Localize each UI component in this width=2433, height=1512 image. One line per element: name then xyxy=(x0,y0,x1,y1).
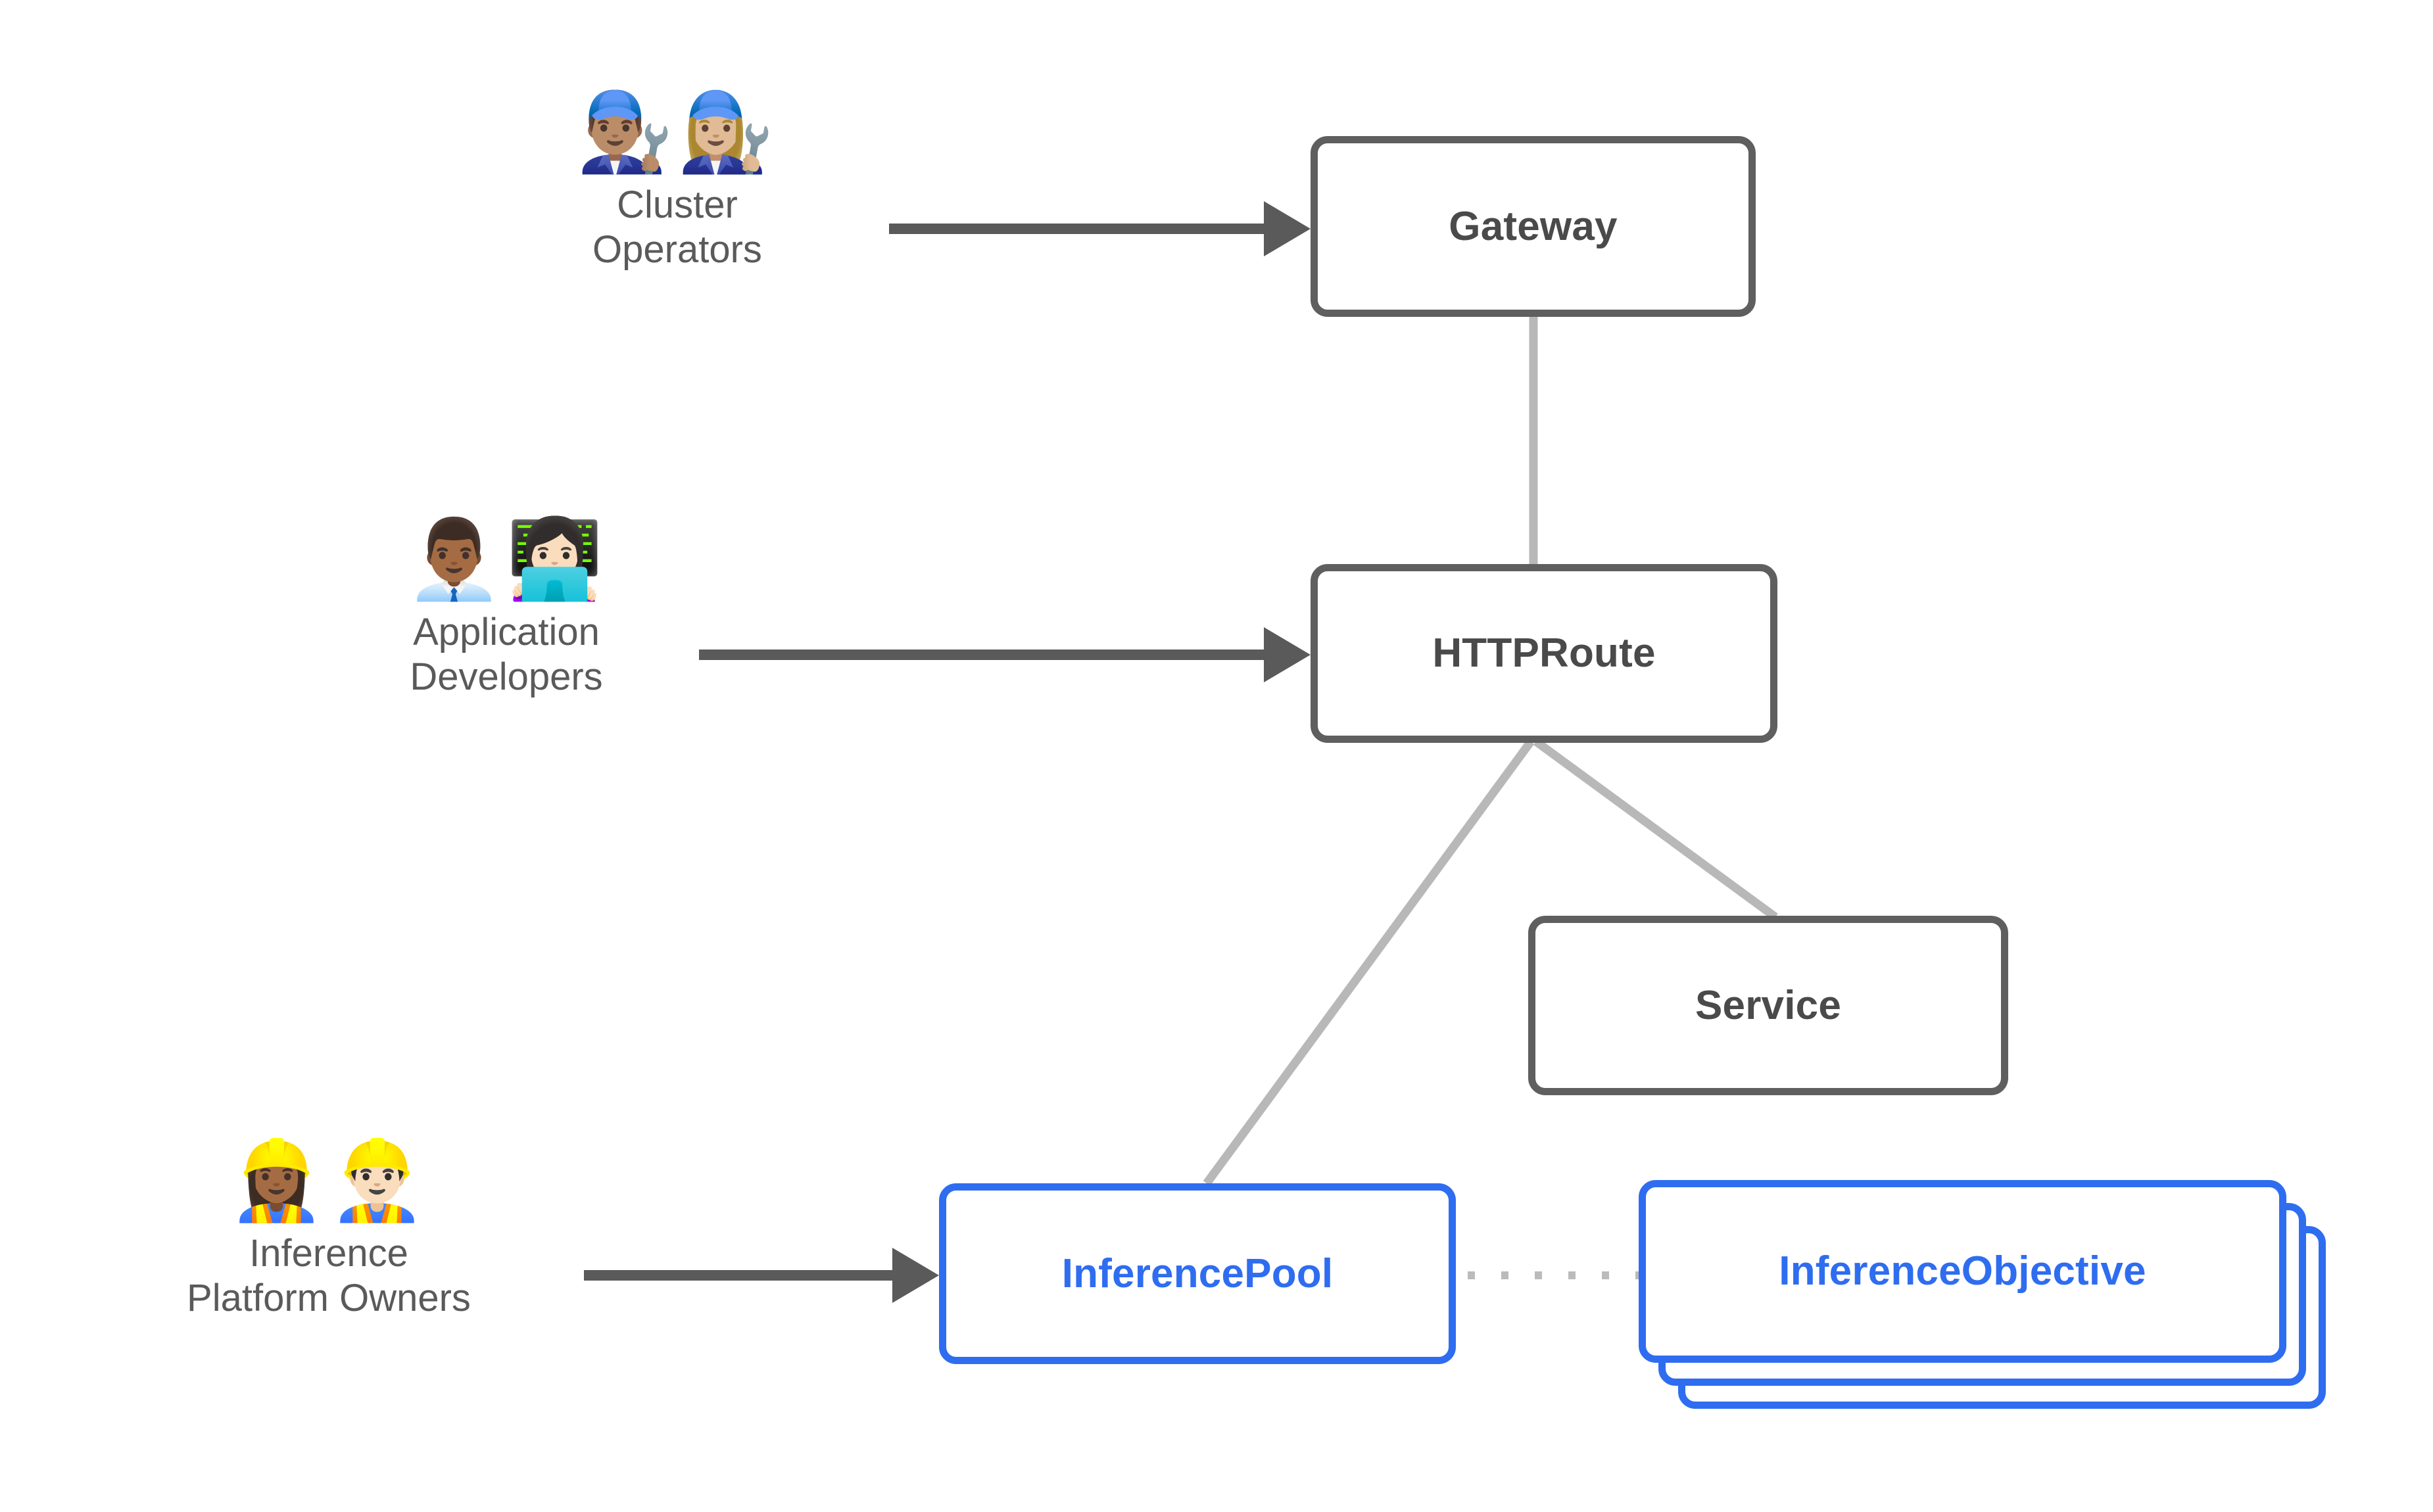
node-service-label: Service xyxy=(1695,982,1842,1028)
arrow-operators-to-gateway xyxy=(889,201,1311,256)
mechanic-pair-emoji: 👨🏽‍🔧👩🏼‍🔧 xyxy=(577,89,778,176)
actor-label-cluster-operators: Cluster Operators xyxy=(592,183,762,271)
connector-httproute-service xyxy=(1533,738,1778,921)
node-service[interactable]: Service xyxy=(1528,916,2008,1095)
node-httproute[interactable]: HTTPRoute xyxy=(1311,564,1777,743)
node-inferencepool[interactable]: InferencePool xyxy=(939,1183,1456,1364)
office-worker-and-technologist-emoji: 👨🏾‍💼👩🏻‍💻 xyxy=(406,516,607,603)
connector-httproute-inferencepool xyxy=(1203,739,1535,1186)
actor-cluster-operators: 👨🏽‍🔧👩🏼‍🔧 Cluster Operators xyxy=(506,89,848,272)
actor-label-application-developers: Application Developers xyxy=(410,610,603,698)
actor-application-developers: 👨🏾‍💼👩🏻‍💻 Application Developers xyxy=(316,519,697,699)
node-httproute-label: HTTPRoute xyxy=(1432,630,1656,676)
node-inferenceobjective-label: InferenceObjective xyxy=(1779,1248,2146,1294)
node-inferenceobjective[interactable]: InferenceObjective xyxy=(1639,1180,2286,1363)
node-inferencepool-label: InferencePool xyxy=(1061,1250,1334,1296)
node-gateway-label: Gateway xyxy=(1449,203,1618,249)
node-gateway[interactable]: Gateway xyxy=(1311,136,1756,317)
actor-label-inference-platform-owners: Inference Platform Owners xyxy=(187,1231,471,1319)
arrow-developers-to-httproute xyxy=(699,627,1311,682)
actor-inference-platform-owners: 👷🏾‍♀️👷🏻‍♂️ Inference Platform Owners xyxy=(99,1137,559,1321)
construction-worker-pair-emoji: 👷🏾‍♀️👷🏻‍♂️ xyxy=(228,1137,429,1224)
arrow-owners-to-inferencepool xyxy=(584,1248,939,1303)
node-inferenceobjective-stack[interactable]: InferenceObjective xyxy=(1639,1180,2336,1410)
